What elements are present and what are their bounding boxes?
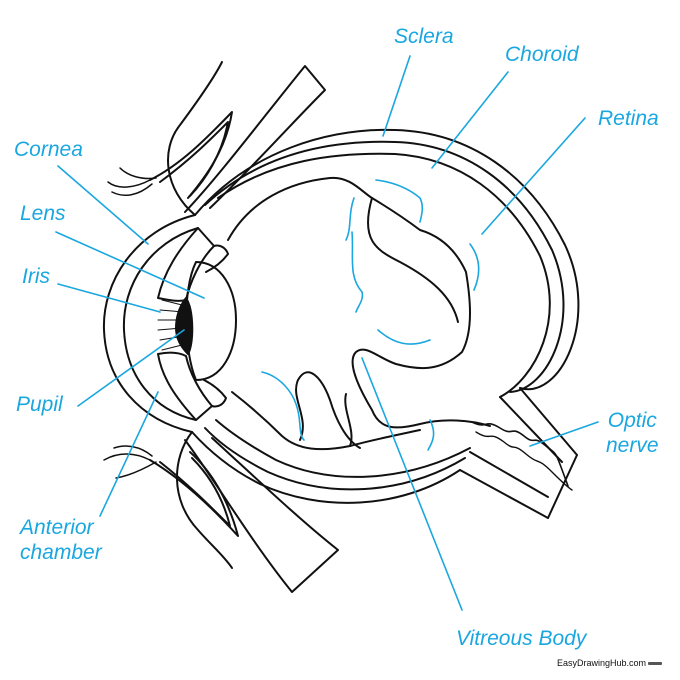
- upper-muscle-outer: [167, 61, 223, 216]
- retinal-vessels: [261, 179, 480, 451]
- lower-lid-flap: [149, 451, 239, 537]
- retina-outline: [217, 152, 551, 398]
- label-lens: Lens: [20, 202, 66, 225]
- lower-lid-inner: [159, 457, 231, 527]
- pencil-icon: [648, 662, 662, 666]
- label-anterior-chamber-line1: Anterior: [20, 516, 94, 539]
- optic-nerve-outer-top: [519, 387, 578, 456]
- vitreous-body-outline: [227, 176, 491, 429]
- optic-nerve-fibers: [471, 421, 569, 487]
- upper-lid-flap: [149, 111, 233, 199]
- label-vitreous-body: Vitreous Body: [456, 627, 587, 650]
- label-pupil: Pupil: [16, 393, 63, 416]
- cornea-inner: [122, 227, 199, 421]
- label-cornea: Cornea: [14, 138, 83, 161]
- lower-muscle-outer: [176, 431, 233, 569]
- vitreous-lower-outline: [231, 391, 421, 451]
- vitreous-wave-a: [367, 197, 459, 323]
- upper-lid-inner: [159, 121, 229, 197]
- leader-optic-nerve: [529, 421, 599, 447]
- leader-vitreous-body: [361, 357, 463, 611]
- label-choroid: Choroid: [505, 43, 579, 66]
- watermark: EasyDrawingHub.com: [557, 658, 662, 668]
- lower-muscle-band: [184, 437, 339, 593]
- ciliary-lower: [203, 379, 227, 408]
- label-optic-nerve-line2: nerve: [606, 434, 659, 457]
- leader-lines: [55, 55, 599, 611]
- upper-muscle-band: [184, 65, 326, 213]
- leader-retina: [481, 117, 586, 235]
- label-sclera: Sclera: [394, 25, 454, 48]
- sclera-outer-outline: [194, 128, 580, 391]
- pupil-shape: [175, 297, 194, 355]
- leader-sclera: [382, 55, 411, 137]
- choroid-outline: [204, 140, 565, 393]
- vitreous-wave-c: [344, 393, 353, 447]
- label-optic-nerve-line1: Optic: [607, 409, 657, 432]
- optic-nerve-outer-bottom: [459, 469, 549, 519]
- optic-nerve-fibers-2: [475, 431, 573, 491]
- watermark-text: EasyDrawingHub.com: [556, 658, 646, 668]
- label-anterior-chamber: Anterior chamber: [20, 515, 102, 565]
- vitreous-wave-b: [295, 371, 361, 449]
- optic-nerve-end: [547, 454, 578, 519]
- leader-choroid: [431, 71, 509, 169]
- leader-cornea: [57, 165, 149, 245]
- iris-lower: [157, 351, 213, 421]
- label-optic-nerve: Optic nerve: [606, 408, 659, 458]
- leader-anterior-chamber: [99, 391, 159, 517]
- label-anterior-chamber-line2: chamber: [20, 541, 102, 564]
- ciliary-upper: [205, 244, 229, 273]
- label-iris: Iris: [22, 265, 50, 288]
- optic-nerve-inner-bottom: [469, 451, 549, 498]
- iris-upper: [157, 227, 215, 302]
- sclera-outer-outline-bottom: [191, 431, 461, 504]
- choroid-outline-bottom: [204, 427, 466, 491]
- leader-lens: [55, 231, 205, 299]
- leader-pupil: [77, 329, 185, 407]
- leader-iris: [57, 283, 161, 313]
- upper-lashes: [107, 167, 157, 197]
- label-retina: Retina: [598, 107, 659, 130]
- retina-outline-bottom: [215, 419, 471, 478]
- lens-outline: [185, 261, 237, 381]
